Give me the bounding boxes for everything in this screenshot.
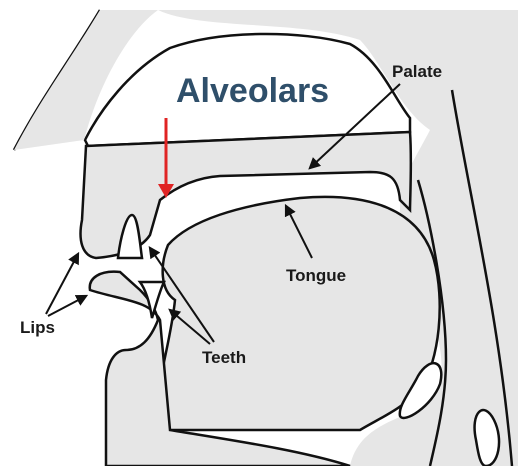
label-tongue: Tongue bbox=[286, 266, 346, 286]
label-palate: Palate bbox=[392, 62, 442, 82]
label-teeth: Teeth bbox=[202, 348, 246, 368]
lips-arrow-upper bbox=[46, 254, 78, 314]
diagram-title: Alveolars bbox=[176, 72, 329, 111]
label-lips: Lips bbox=[20, 318, 55, 338]
